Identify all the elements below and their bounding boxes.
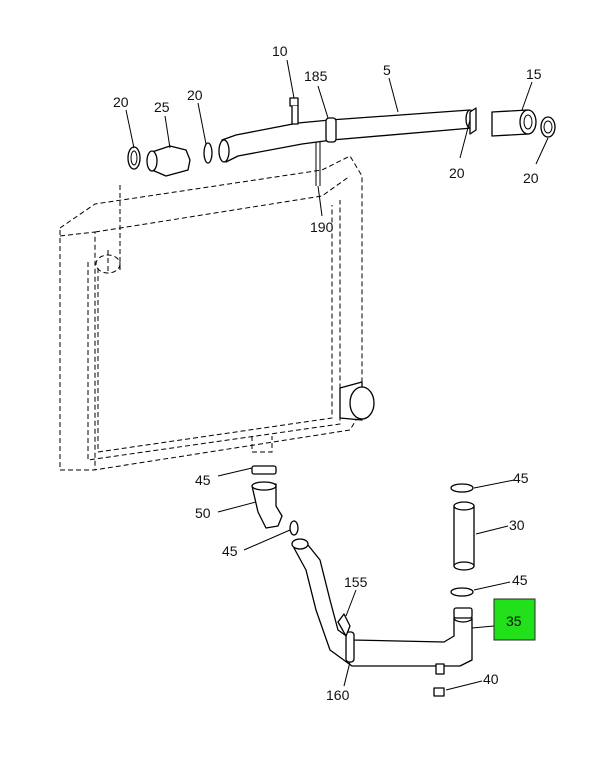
sensor-fitting — [289, 97, 299, 125]
callout-190: 190 — [310, 219, 334, 235]
lower-coolant-pipe — [291, 538, 473, 697]
hose-clamps-upper — [127, 107, 556, 170]
callout-25: 25 — [154, 99, 170, 115]
radiator — [59, 155, 375, 471]
callout-155: 155 — [344, 574, 368, 590]
upper-coolant-pipe — [218, 109, 475, 186]
hose-15 — [491, 109, 537, 137]
callout-30: 30 — [509, 517, 525, 533]
callout-45-d: 45 — [512, 572, 528, 588]
callout-20-right-a: 20 — [449, 165, 465, 181]
leader-lines — [125, 59, 549, 691]
hose-elbow-25 — [146, 145, 191, 177]
callout-185: 185 — [304, 68, 328, 84]
callout-45-b: 45 — [222, 543, 238, 559]
pipe-30 — [453, 501, 475, 571]
lower-hose-50 — [251, 465, 299, 536]
callout-20-right-b: 20 — [523, 170, 539, 186]
callout-10: 10 — [272, 43, 288, 59]
callout-20-mid: 20 — [187, 87, 203, 103]
callout-45-c: 45 — [513, 470, 529, 486]
callout-5: 5 — [383, 62, 391, 78]
hose-clamps-lower — [450, 483, 474, 597]
highlighted-callout-box[interactable] — [493, 598, 536, 641]
callout-45-a: 45 — [195, 472, 211, 488]
callout-160: 160 — [326, 687, 350, 703]
callout-15: 15 — [526, 66, 542, 82]
callout-40: 40 — [483, 671, 499, 687]
callout-35[interactable]: 35 — [506, 613, 522, 629]
callout-20-left: 20 — [113, 94, 129, 110]
callout-50: 50 — [195, 505, 211, 521]
